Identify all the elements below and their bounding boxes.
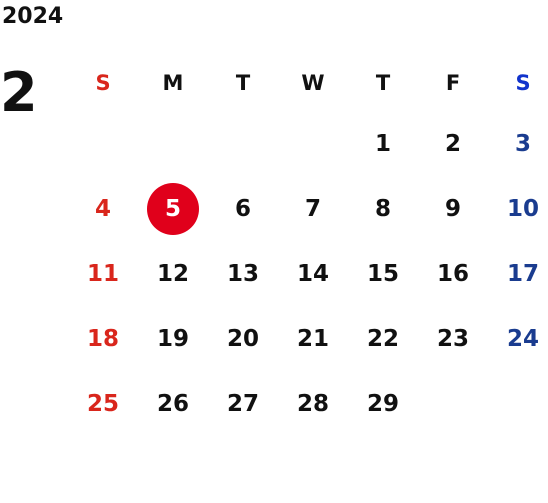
week-row-4: 18 19 20 21 22 23 24 (68, 306, 548, 371)
day-cell: 10 (506, 195, 539, 222)
day-cell: 12 (156, 260, 189, 287)
week-row-1: 1 2 3 (68, 111, 548, 176)
day-cell: 23 (436, 325, 469, 352)
weekday-tuesday: T (235, 71, 251, 95)
day-cell (278, 111, 348, 176)
day-cell: 19 (156, 325, 189, 352)
day-cell: 24 (506, 325, 539, 352)
day-cell: 28 (296, 390, 329, 417)
weekday-wednesday: W (301, 71, 325, 95)
day-cell: 20 (226, 325, 259, 352)
day-cell: 11 (86, 260, 119, 287)
day-cell: 13 (226, 260, 259, 287)
weekday-header-row: S M T W T F S (68, 55, 548, 111)
weekday-sunday: S (95, 71, 111, 95)
day-cell: 14 (296, 260, 329, 287)
day-cell: 15 (366, 260, 399, 287)
week-row-5: 25 26 27 28 29 (68, 371, 548, 436)
week-row-2: 4 5 6 7 8 9 10 (68, 176, 548, 241)
day-cell (138, 111, 208, 176)
weekday-monday: M (162, 71, 184, 95)
weekday-friday: F (445, 71, 461, 95)
day-cell: 21 (296, 325, 329, 352)
month-number: 2 (0, 61, 38, 124)
weekday-thursday: T (375, 71, 391, 95)
day-cell: 6 (234, 195, 251, 222)
today-highlight-circle: 5 (147, 182, 199, 235)
calendar-grid: S M T W T F S 1 2 3 4 5 6 7 8 9 10 11 12… (68, 55, 548, 436)
day-cell (418, 371, 488, 436)
day-cell (208, 111, 278, 176)
weekday-saturday: S (515, 71, 531, 95)
day-cell: 4 (94, 195, 111, 222)
day-cell: 3 (514, 130, 531, 157)
day-cell (68, 111, 138, 176)
day-cell: 18 (86, 325, 119, 352)
day-cell: 16 (436, 260, 469, 287)
day-cell: 27 (226, 390, 259, 417)
day-cell: 26 (156, 390, 189, 417)
day-cell: 1 (374, 130, 391, 157)
day-cell (488, 371, 548, 436)
week-row-3: 11 12 13 14 15 16 17 (68, 241, 548, 306)
day-cell: 22 (366, 325, 399, 352)
day-cell: 29 (366, 390, 399, 417)
year-label: 2024 (2, 4, 64, 29)
day-cell: 2 (444, 130, 461, 157)
day-cell: 9 (444, 195, 461, 222)
day-cell: 17 (506, 260, 539, 287)
day-cell: 25 (86, 390, 119, 417)
day-cell: 8 (374, 195, 391, 222)
day-cell: 7 (304, 195, 321, 222)
day-cell-today: 5 (138, 176, 208, 241)
